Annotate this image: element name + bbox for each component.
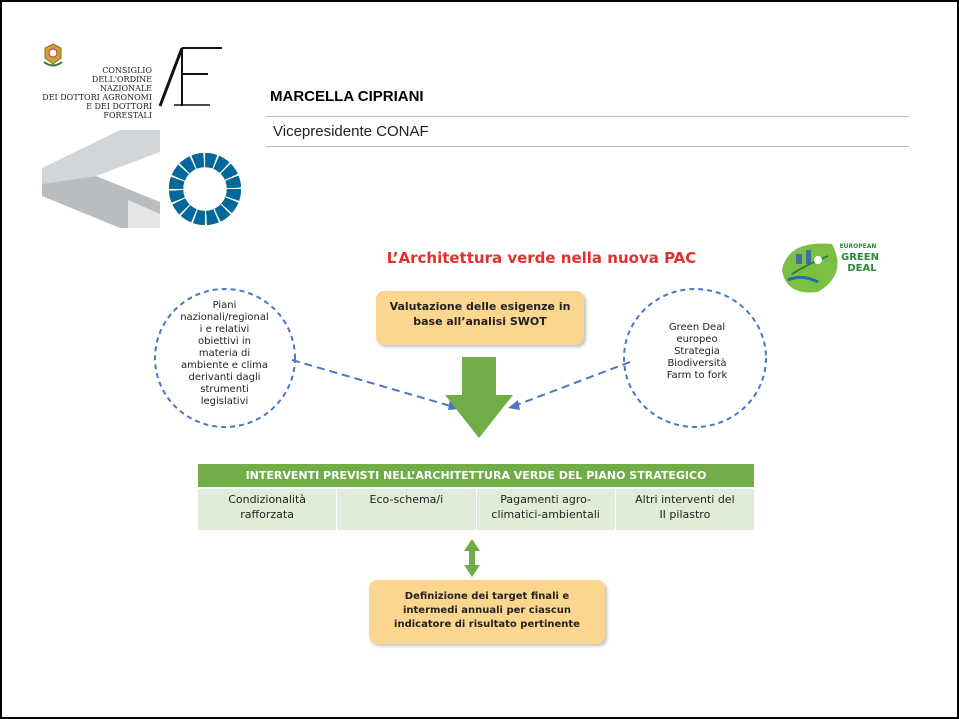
chevron-logo-icon (42, 130, 160, 228)
sdg-wheel-icon (169, 153, 241, 225)
intervention-label: Condizionalità (228, 493, 307, 506)
right-connector-arrowhead (508, 400, 520, 410)
right-dashed-connector (513, 361, 631, 407)
intervention-cell: Pagamenti agro- climatici-ambientali (477, 489, 616, 530)
italian-emblem-icon (43, 43, 63, 67)
target-box-line: indicatore di risultato pertinente (394, 619, 580, 630)
left-circle-text: Piani nazionali/regional i e relativi ob… (162, 300, 287, 408)
speaker-name: MARCELLA CIPRIANI (270, 88, 424, 105)
left-dashed-connector (291, 359, 455, 408)
divider (266, 116, 909, 117)
right-circle-line: Green Deal (668, 322, 726, 333)
speaker-role: Vicepresidente CONAF (273, 123, 429, 140)
european-green-deal-logo: EUROPEAN GREEN DEAL (782, 243, 879, 293)
intervention-label: Pagamenti agro- (500, 493, 592, 506)
left-circle-line: obiettivi in (197, 336, 251, 347)
council-name: CONSIGLIO DELL'ORDINE NAZIONALE DEI DOTT… (40, 66, 152, 120)
left-circle-line: derivanti dagli (188, 372, 261, 383)
interventions-row: Condizionalità rafforzata Eco-schema/i P… (198, 489, 754, 530)
swot-box-line: Valutazione delle esigenze in (389, 300, 571, 313)
intervention-cell: Altri interventi del II pilastro (616, 489, 754, 530)
swot-box-line: base all’analisi SWOT (413, 315, 547, 328)
af-monogram-icon (158, 47, 222, 107)
left-circle-line: legislativi (200, 396, 249, 407)
left-circle-line: strumenti (200, 384, 249, 395)
intervention-label: Altri interventi del (635, 493, 735, 506)
intervention-label: rafforzata (240, 508, 294, 521)
right-circle-line: Biodiversità (667, 358, 727, 369)
target-box-line: intermedi annuali per ciascun (402, 605, 572, 616)
down-arrow (445, 357, 513, 438)
egd-logo-line: DEAL (847, 263, 877, 274)
up-down-arrow (464, 539, 480, 577)
egd-logo-line: GREEN (841, 252, 879, 263)
left-circle-line: Piani (212, 300, 237, 311)
right-circle-text: Green Deal europeo Strategia Biodiversit… (642, 322, 752, 382)
council-line: DEI DOTTORI AGRONOMI (42, 93, 152, 102)
intervention-cell: Condizionalità rafforzata (198, 489, 338, 530)
divider (266, 146, 909, 147)
council-line: DELL'ORDINE NAZIONALE (91, 75, 152, 93)
interventions-header: INTERVENTI PREVISTI NELL’ARCHITETTURA VE… (198, 464, 754, 487)
intervention-label: Eco-schema/i (369, 493, 444, 506)
left-circle-line: nazionali/regional (180, 312, 269, 323)
left-connector-arrowhead (448, 400, 460, 410)
council-line: E DEI DOTTORI FORESTALI (86, 102, 152, 120)
left-circle-line: materia di (198, 348, 251, 359)
intervention-label: II pilastro (659, 508, 711, 521)
diagram-title: L’Architettura verde nella nuova PAC (2, 249, 957, 267)
right-circle-line: Farm to fork (666, 370, 728, 381)
left-circle-line: ambiente e clima (181, 360, 268, 371)
left-circle-line: i e relativi (199, 324, 250, 335)
target-box-line: Definizione dei target finali e (404, 591, 570, 602)
swot-assessment-box: Valutazione delle esigenze in base all’a… (376, 291, 584, 345)
right-circle-line: europeo (676, 334, 718, 345)
targets-definition-box: Definizione dei target finali e intermed… (369, 580, 605, 644)
egd-logo-line: EUROPEAN (840, 243, 877, 250)
intervention-cell: Eco-schema/i (337, 489, 477, 530)
council-line: CONSIGLIO (102, 66, 152, 75)
right-circle-line: Strategia (674, 346, 720, 357)
intervention-label: climatici-ambientali (491, 508, 600, 521)
diagram-title-text: L’Architettura verde nella nuova PAC (386, 249, 697, 267)
